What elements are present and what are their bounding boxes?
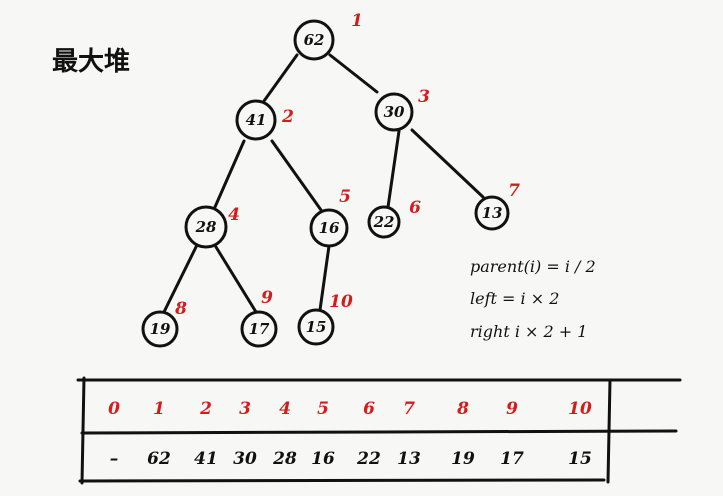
- array-index-cell: 4: [279, 399, 291, 419]
- node-value: 28: [195, 218, 217, 236]
- heap-node-7: 13 7: [474, 181, 520, 231]
- array-value-cell: 22: [356, 449, 381, 469]
- tree-edges: [162, 53, 485, 314]
- array-index-cell: 1: [153, 399, 165, 419]
- array-table: 0 1 2 3 4 5 6 7 8 9 10 – 62 41 30 28 16 22 13 19 17 15: [76, 376, 682, 485]
- array-index-cell: 10: [568, 399, 592, 419]
- array-index-cell: 2: [199, 399, 212, 419]
- node-circle: [309, 208, 349, 248]
- table-bottom-border: [78, 478, 606, 483]
- node-index: 9: [261, 288, 273, 308]
- heap-node-2: 41 2: [235, 99, 294, 141]
- formula-line-1: parent(i) = i / 2: [470, 257, 596, 276]
- table-middle-border: [80, 429, 678, 435]
- node-index: 4: [228, 205, 240, 225]
- array-value-cell: 30: [233, 449, 257, 469]
- tree-edge-4-9: [214, 245, 258, 314]
- node-circle: [235, 99, 277, 141]
- table-right-border: [606, 378, 612, 484]
- heap-node-9: 17 9: [240, 288, 278, 348]
- tree-edge-1-2: [262, 53, 299, 103]
- heap-node-5: 16 5: [309, 187, 351, 248]
- array-value-cell: 15: [568, 449, 592, 469]
- tree-edge-3-7: [410, 128, 485, 199]
- array-value-cell: 16: [311, 449, 335, 469]
- tree-edge-2-5: [270, 139, 323, 212]
- tree-edge-4-8: [162, 245, 198, 314]
- formula-line-2: left = i × 2: [470, 289, 559, 308]
- array-index-cell: 0: [108, 399, 120, 419]
- array-value-cell: 19: [451, 449, 475, 469]
- node-index: 10: [329, 292, 353, 312]
- node-circle: [367, 205, 401, 239]
- array-value-cell: 17: [500, 449, 524, 469]
- node-circle: [184, 205, 228, 249]
- node-index: 3: [418, 87, 430, 107]
- array-value-cell: 62: [147, 449, 171, 469]
- node-circle: [297, 308, 335, 346]
- node-index: 7: [508, 181, 520, 201]
- array-index-cell: 9: [506, 399, 518, 419]
- node-value: 13: [482, 204, 503, 222]
- heap-node-6: 22 6: [367, 198, 421, 239]
- node-index: 1: [351, 11, 363, 31]
- node-value: 22: [373, 213, 395, 231]
- tree-edge-2-4: [213, 139, 246, 209]
- array-index-cell: 5: [317, 399, 329, 419]
- table-left-border: [80, 376, 86, 485]
- node-value: 62: [304, 31, 325, 49]
- node-value: 17: [249, 320, 270, 338]
- array-value-cell: 41: [194, 449, 218, 469]
- node-index: 8: [174, 299, 187, 319]
- node-value: 16: [319, 219, 340, 237]
- node-circle: [240, 310, 278, 348]
- heap-node-8: 198: [141, 299, 187, 348]
- tree-edge-1-3: [328, 53, 379, 94]
- node-circle: [474, 195, 510, 231]
- tree-edge-5-10: [318, 244, 331, 312]
- heap-node-4: 28 4: [184, 205, 240, 249]
- array-index-cell: 6: [363, 399, 375, 419]
- array-value-cell: 28: [272, 449, 297, 469]
- node-index: 6: [409, 198, 421, 218]
- node-value: 15: [306, 318, 327, 336]
- heap-node-3: 30 3: [374, 87, 430, 132]
- array-index-cell: 3: [239, 399, 251, 419]
- diagram-title: 最大堆: [52, 47, 130, 77]
- node-value: 19: [150, 320, 171, 338]
- node-index: 5: [339, 187, 351, 207]
- node-circle: [141, 310, 179, 348]
- node-value: 30: [384, 103, 405, 121]
- index-formulas: parent(i) = i / 2 left = i × 2 right i × 2…: [470, 257, 596, 341]
- formula-line-3: right i × 2 + 1: [470, 322, 587, 341]
- node-value: 41: [246, 111, 267, 129]
- array-index-cell: 7: [403, 399, 415, 419]
- node-index: 2: [281, 107, 294, 127]
- node-circle: [374, 92, 414, 132]
- array-index-cell: 8: [456, 399, 469, 419]
- heap-node-1: 62 1: [293, 11, 363, 61]
- array-value-cell: 13: [397, 449, 421, 469]
- array-value-cell: –: [110, 449, 119, 469]
- tree-edge-3-6: [386, 129, 401, 209]
- node-circle: [293, 19, 335, 61]
